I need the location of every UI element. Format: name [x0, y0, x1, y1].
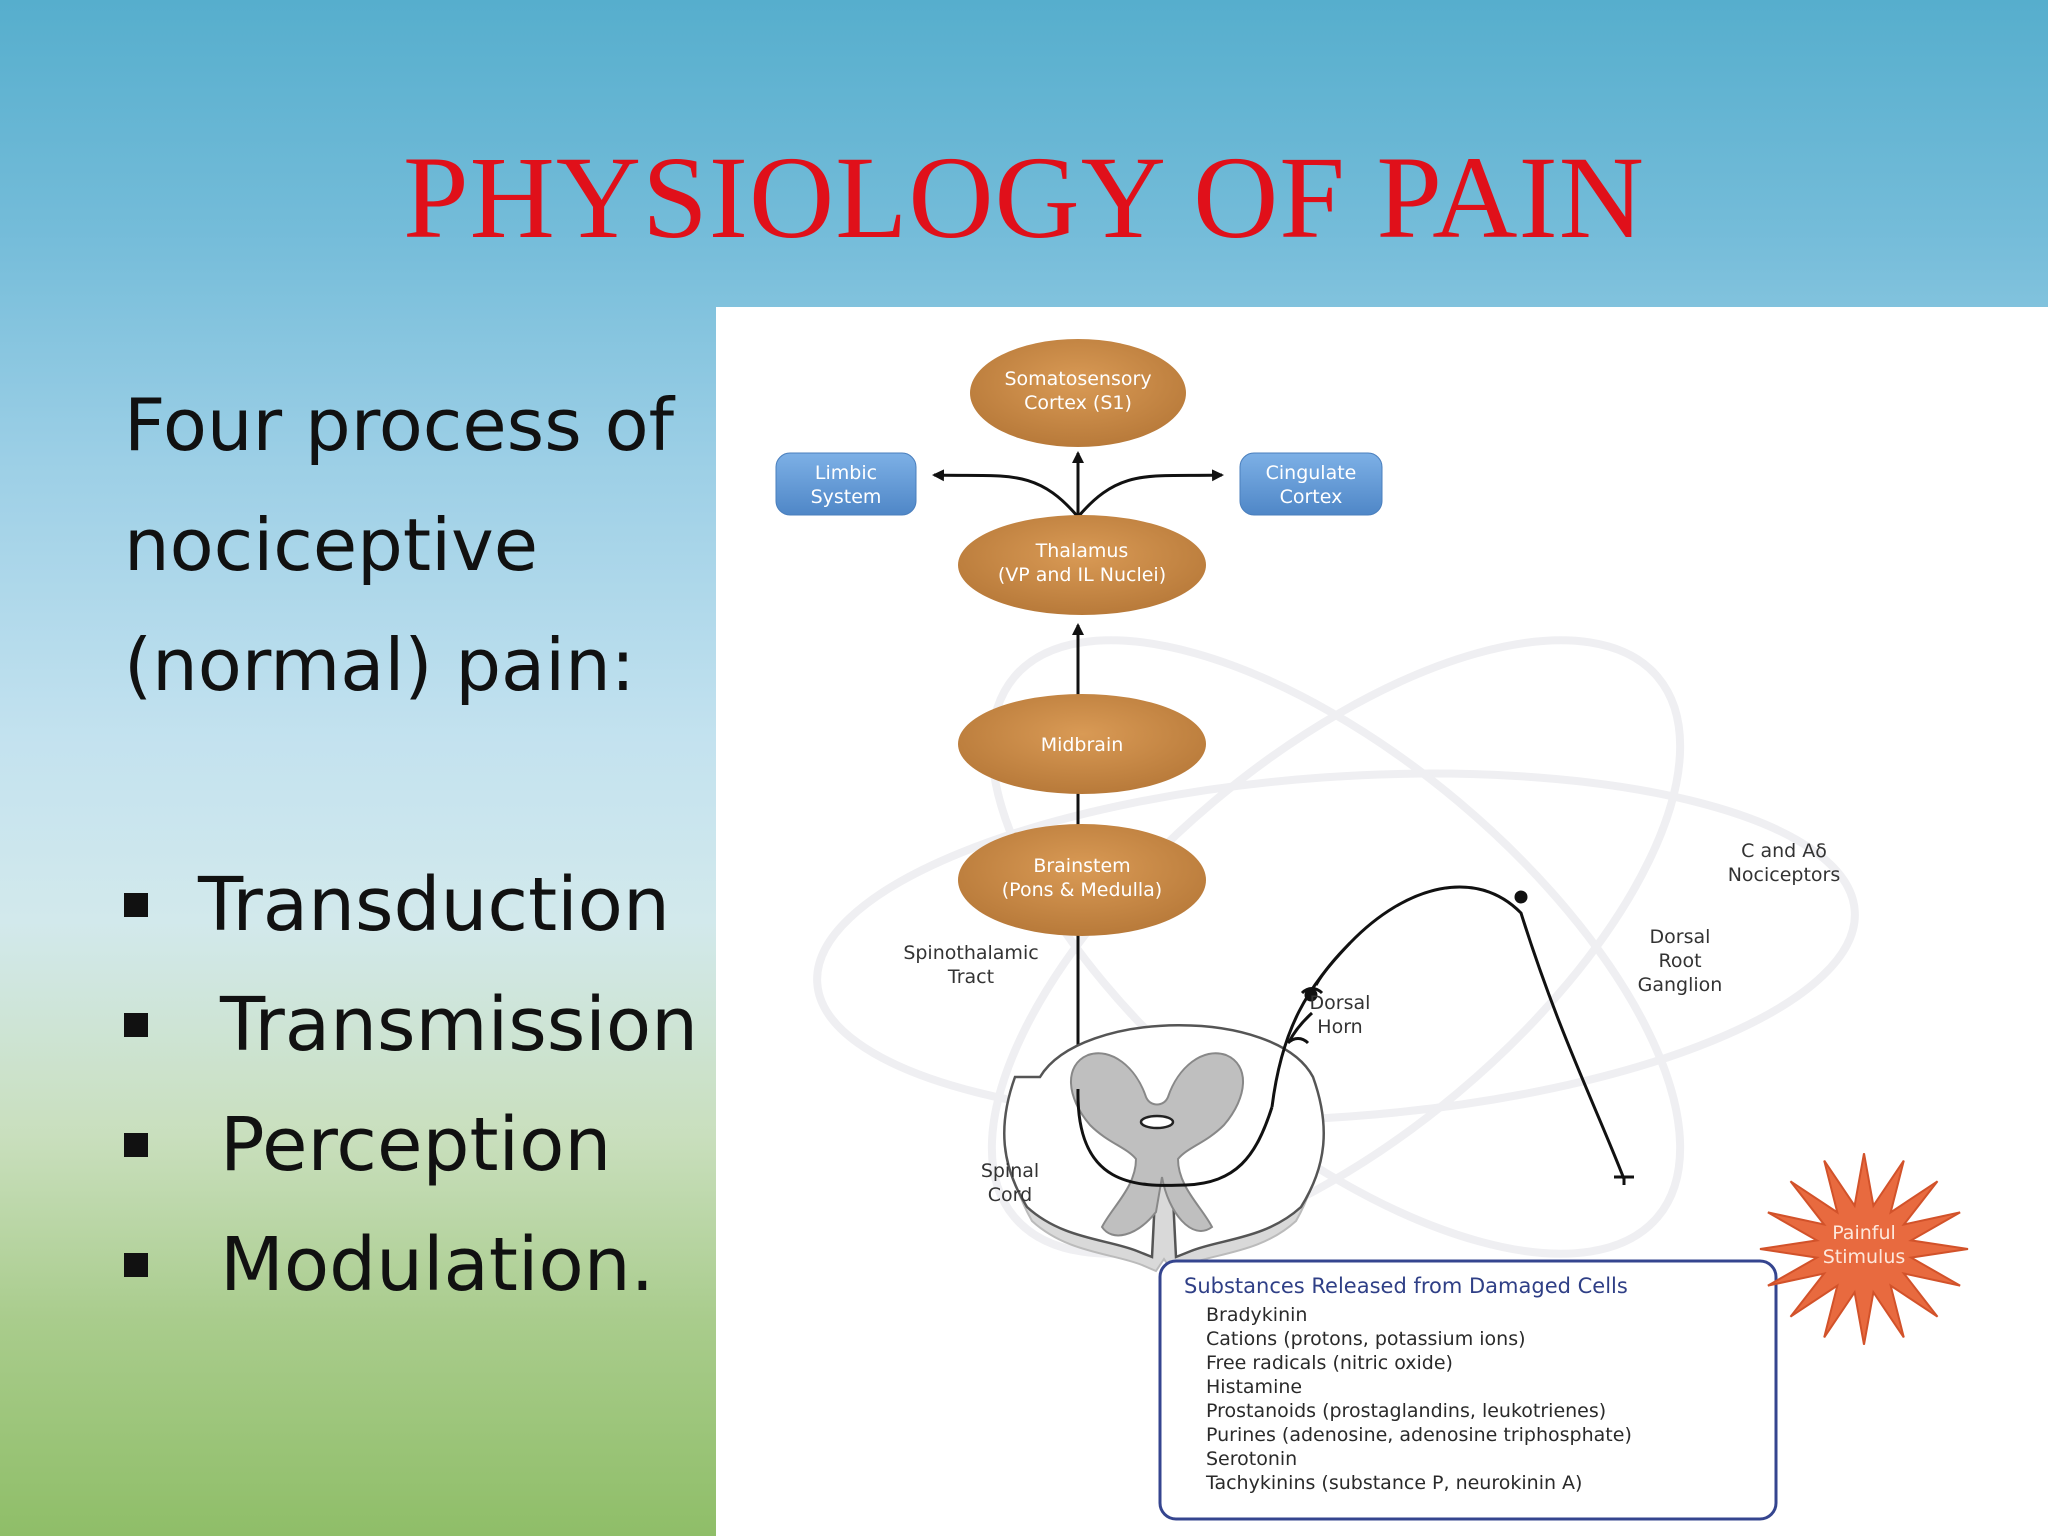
somatosensory-cortex-node: Somatosensory Cortex (S1)	[970, 339, 1186, 447]
svg-text:Nociceptors: Nociceptors	[1728, 864, 1841, 886]
substance-item: Prostanoids (prostaglandins, leukotriene…	[1206, 1400, 1606, 1422]
intro-line: nociceptive	[124, 503, 538, 587]
limbic-system-node: Limbic System	[775, 452, 917, 516]
svg-text:Cord: Cord	[988, 1184, 1032, 1206]
midbrain-node: Midbrain	[958, 694, 1206, 794]
svg-text:Spinal: Spinal	[981, 1160, 1039, 1182]
svg-text:Spinothalamic: Spinothalamic	[903, 942, 1038, 964]
thalamus-node: Thalamus (VP and IL Nuclei)	[958, 515, 1206, 615]
svg-text:Cingulate: Cingulate	[1266, 462, 1357, 484]
svg-text:Limbic: Limbic	[815, 462, 877, 484]
list-item: Modulation.	[124, 1205, 698, 1325]
svg-text:Midbrain: Midbrain	[1041, 734, 1124, 756]
intro-text: Four process of nociceptive (normal) pai…	[124, 365, 724, 725]
svg-text:(Pons & Medulla): (Pons & Medulla)	[1002, 879, 1162, 901]
brainstem-node: Brainstem (Pons & Medulla)	[958, 824, 1206, 936]
svg-text:Cortex (S1): Cortex (S1)	[1024, 392, 1132, 414]
nociceptors-label: C and Aδ Nociceptors	[1728, 840, 1841, 886]
svg-text:Root: Root	[1658, 950, 1701, 972]
substance-item: Tachykinins (substance P, neurokinin A)	[1205, 1472, 1582, 1494]
intro-line: Four process of	[124, 383, 674, 467]
spinothalamic-tract-label: Spinothalamic Tract	[903, 942, 1038, 988]
intro-line: (normal) pain:	[124, 623, 636, 707]
svg-text:Brainstem: Brainstem	[1033, 855, 1130, 877]
list-item: Transmission	[124, 965, 698, 1085]
bullet-square-icon	[124, 1253, 148, 1277]
svg-text:Painful: Painful	[1832, 1222, 1896, 1244]
process-list: Transduction Transmission Perception Mod…	[124, 845, 698, 1325]
spinal-cord-section	[1003, 1024, 1325, 1273]
substance-item: Histamine	[1206, 1376, 1302, 1398]
svg-text:C and Aδ: C and Aδ	[1741, 840, 1827, 862]
bullet-square-icon	[124, 1013, 148, 1037]
substances-title: Substances Released from Damaged Cells	[1184, 1274, 1628, 1298]
list-item: Perception	[124, 1085, 698, 1205]
pain-pathway-svg: Somatosensory Cortex (S1) Limbic System …	[775, 339, 1969, 1521]
bullet-square-icon	[124, 893, 148, 917]
dorsal-root-ganglion-label: Dorsal Root Ganglion	[1638, 926, 1723, 996]
bullet-square-icon	[124, 1133, 148, 1157]
svg-text:(VP and IL Nuclei): (VP and IL Nuclei)	[998, 564, 1166, 586]
svg-text:Thalamus: Thalamus	[1035, 540, 1129, 562]
svg-text:Horn: Horn	[1317, 1016, 1362, 1038]
substance-item: Bradykinin	[1206, 1304, 1307, 1326]
svg-text:Ganglion: Ganglion	[1638, 974, 1723, 996]
svg-text:System: System	[811, 486, 882, 508]
pain-pathway-diagram: Somatosensory Cortex (S1) Limbic System …	[716, 307, 2048, 1536]
svg-text:Somatosensory: Somatosensory	[1004, 368, 1151, 390]
substance-item: Cations (protons, potassium ions)	[1206, 1328, 1526, 1350]
slide-title: PHYSIOLOGY OF PAIN	[403, 132, 1645, 263]
svg-text:Cortex: Cortex	[1280, 486, 1343, 508]
svg-text:Dorsal: Dorsal	[1310, 992, 1371, 1014]
svg-text:Dorsal: Dorsal	[1650, 926, 1711, 948]
nociceptor-neuron	[1076, 885, 1634, 1187]
dorsal-horn-label: Dorsal Horn	[1310, 992, 1371, 1038]
cingulate-cortex-node: Cingulate Cortex	[1239, 452, 1383, 516]
substance-item: Free radicals (nitric oxide)	[1206, 1352, 1453, 1374]
list-item: Transduction	[124, 845, 698, 965]
substance-item: Serotonin	[1206, 1448, 1297, 1470]
substances-box: Substances Released from Damaged Cells B…	[1158, 1259, 1778, 1521]
substance-item: Purines (adenosine, adenosine triphospha…	[1206, 1424, 1632, 1446]
svg-text:Tract: Tract	[947, 966, 994, 988]
svg-text:Stimulus: Stimulus	[1823, 1246, 1906, 1268]
painful-stimulus-burst-icon: Painful Stimulus	[1759, 1153, 1969, 1345]
spinal-cord-label: Spinal Cord	[981, 1160, 1039, 1206]
